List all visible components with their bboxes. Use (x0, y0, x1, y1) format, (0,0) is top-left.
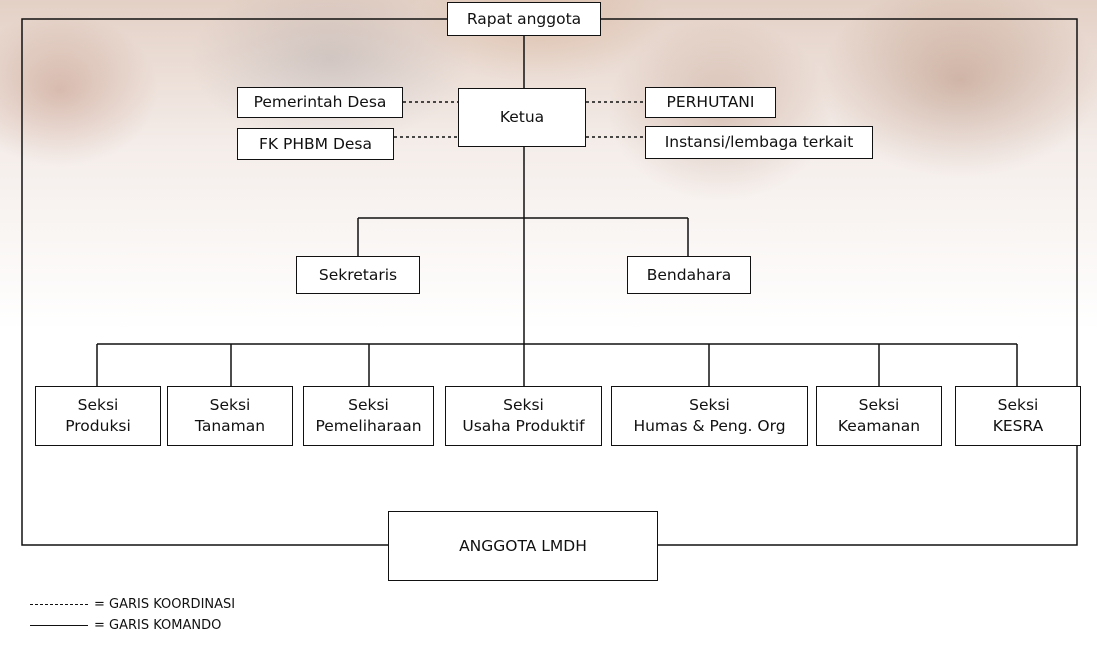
outer-frame-line (21, 18, 447, 546)
seksi-label: Seksi (77, 396, 119, 414)
instansi-lembaga-box: Instansi/lembaga terkait (645, 126, 873, 159)
seksi-humas-box: Seksi Humas & Peng. Org (611, 386, 808, 446)
outer-frame-line-right (601, 18, 1078, 546)
legend-command-label: = GARIS KOMANDO (94, 618, 222, 633)
seksi-label: Seksi (689, 396, 730, 414)
pemerintah-desa-box: Pemerintah Desa (237, 87, 403, 118)
solid-line-sample (30, 625, 88, 626)
section-name: KESRA (992, 417, 1044, 435)
seksi-label: Seksi (209, 396, 251, 414)
legend-coordination-label: = GARIS KOORDINASI (94, 597, 236, 612)
section-name: Usaha Produktif (462, 417, 585, 435)
section-name: Produksi (65, 417, 131, 435)
section-name: Tanaman (194, 417, 266, 435)
rapat-anggota-box: Rapat anggota (447, 2, 601, 36)
perhutani-box: PERHUTANI (645, 87, 776, 118)
seksi-usaha-produktif-box: Seksi Usaha Produktif (445, 386, 602, 446)
anggota-lmdh-box: ANGGOTA LMDH (388, 511, 658, 581)
legend-command: = GARIS KOMANDO (30, 618, 221, 633)
dashed-line-sample (30, 604, 88, 605)
seksi-keamanan-box: Seksi Keamanan (816, 386, 942, 446)
sekretaris-box: Sekretaris (296, 256, 420, 294)
seksi-label: Seksi (348, 396, 389, 414)
seksi-produksi-box: Seksi Produksi (35, 386, 161, 446)
seksi-label: Seksi (503, 396, 544, 414)
section-name: Pemeliharaan (315, 417, 422, 435)
fk-phbm-desa-box: FK PHBM Desa (237, 128, 394, 160)
section-name: Humas & Peng. Org (633, 417, 786, 435)
seksi-label: Seksi (858, 396, 900, 414)
seksi-kesra-box: Seksi KESRA (955, 386, 1081, 446)
section-name: Keamanan (837, 417, 921, 435)
ketua-box: Ketua (458, 88, 586, 147)
seksi-label: Seksi (997, 396, 1039, 414)
bendahara-box: Bendahara (627, 256, 751, 294)
seksi-tanaman-box: Seksi Tanaman (167, 386, 293, 446)
legend-coordination: = GARIS KOORDINASI (30, 597, 235, 612)
seksi-pemeliharaan-box: Seksi Pemeliharaan (303, 386, 434, 446)
background-photo (0, 0, 1097, 330)
